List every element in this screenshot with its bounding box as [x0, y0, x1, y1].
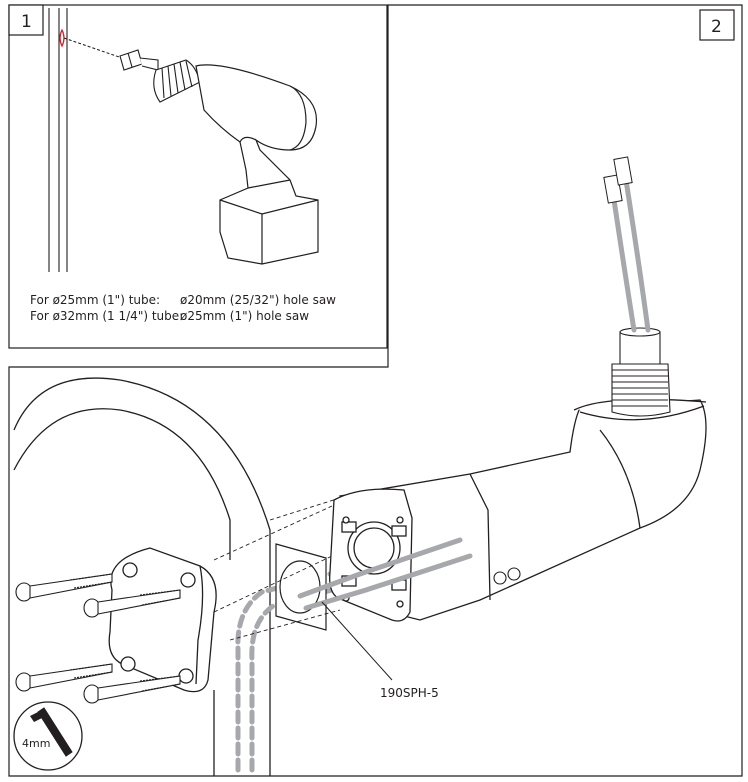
mounting-screws	[15, 573, 181, 704]
allen-key-icon	[37, 707, 73, 757]
step-1-number: 1	[21, 12, 32, 32]
support-arm	[339, 398, 707, 621]
arm-screws	[493, 567, 521, 585]
threaded-collar	[611, 327, 671, 417]
part-leader-line	[321, 601, 393, 681]
step-2-panel: 2	[8, 4, 743, 777]
tube-wall	[48, 8, 68, 272]
power-drill-icon	[195, 64, 319, 265]
note-2-value: ø25mm (1") hole saw	[180, 309, 309, 323]
hole-saw-icon	[119, 49, 159, 71]
cable-exit	[611, 177, 651, 333]
step-1-number-box	[8, 4, 44, 36]
screw-1	[15, 573, 113, 602]
hole-saw-notes: For ø25mm (1") tube: ø20mm (25/32") hole…	[30, 293, 336, 323]
part-label: 190SPH-5	[380, 686, 439, 700]
bent-tube	[13, 377, 271, 776]
note-1-value: ø20mm (25/32") hole saw	[180, 293, 336, 307]
screw-4	[83, 675, 181, 704]
allen-key-size: 4mm	[22, 737, 50, 750]
screw-2	[83, 589, 181, 618]
allen-key-callout: 4mm	[13, 701, 83, 771]
note-2-label: For ø32mm (1 1/4") tube:	[30, 309, 183, 323]
step-2-number-box	[699, 9, 735, 41]
gasket-plate	[275, 543, 327, 631]
step-2-number: 2	[711, 17, 722, 37]
cable-route	[235, 571, 343, 773]
mounting-base-plate	[108, 547, 217, 693]
drill-hole-mark	[59, 28, 65, 48]
cable-connectors	[603, 156, 633, 204]
cable-head-route	[297, 537, 473, 611]
drill-path-dashed	[63, 37, 123, 59]
alignment-dashes	[213, 497, 341, 641]
screw-3	[15, 663, 113, 692]
step-1-panel: 1	[8, 4, 388, 349]
note-1-label: For ø25mm (1") tube:	[30, 293, 160, 307]
arm-clamp-head	[329, 488, 413, 622]
